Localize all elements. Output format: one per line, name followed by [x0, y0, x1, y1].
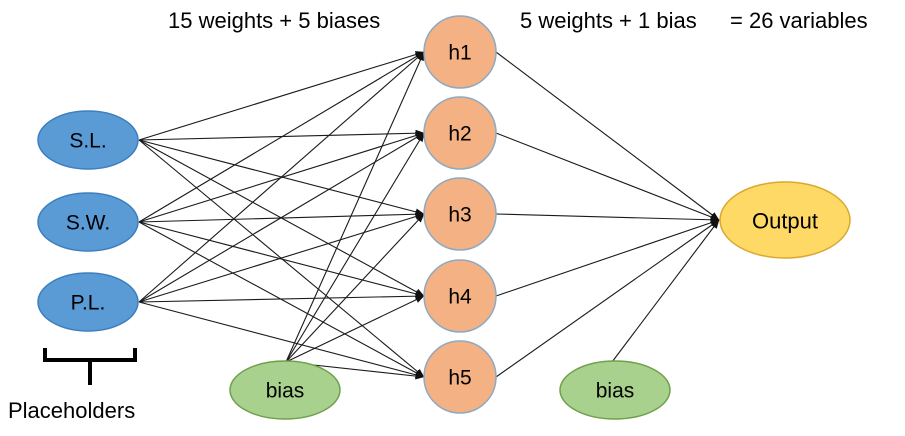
hidden-h2[interactable]: h2 [423, 96, 497, 170]
bias-layer: bias bias [229, 360, 671, 420]
connection-edge [285, 51, 425, 363]
connection-edge [138, 292, 425, 303]
hidden-h1-label: h1 [448, 42, 471, 65]
nodes-group: S.L. S.W. P.L. h1 h2 h3 h4 h5 bias bias Output [37, 15, 851, 420]
connection-edge [138, 213, 425, 303]
total-variables-label: = 26 variables [730, 8, 868, 33]
hidden-h2-shape[interactable] [423, 96, 497, 170]
connection-edge [138, 51, 425, 223]
bias-output-shape[interactable] [559, 360, 671, 420]
hidden-layer: h1 h2 h3 h4 h5 [423, 15, 497, 414]
placeholders-brace [43, 348, 137, 362]
hidden-h4[interactable]: h4 [423, 259, 497, 333]
bias-hidden-shape[interactable] [229, 360, 341, 420]
placeholders-label: Placeholders [8, 398, 135, 423]
input-pl-label: P.L. [71, 292, 106, 315]
hidden-h4-shape[interactable] [423, 259, 497, 333]
connection-edge [138, 51, 425, 303]
output-node[interactable]: Output [719, 181, 851, 259]
connection-edge [495, 51, 720, 221]
placeholders-brace-group [43, 348, 137, 385]
connection-edge [495, 213, 720, 224]
connection-edge [138, 51, 425, 141]
hidden-h3-label: h3 [448, 204, 471, 227]
connection-edge [495, 219, 720, 297]
hidden-h1-shape[interactable] [423, 15, 497, 89]
input-sl-label: S.L. [69, 130, 106, 153]
hidden-h4-label: h4 [448, 286, 472, 309]
hidden-h5-label: h5 [448, 367, 471, 390]
connection-edge [611, 219, 720, 363]
output-node-label: Output [752, 209, 818, 234]
hidden-h5-shape[interactable] [423, 340, 497, 414]
hidden-h2-label: h2 [448, 123, 471, 146]
connection-edge [495, 219, 720, 378]
input-sw-shape[interactable] [37, 192, 139, 252]
output-node-shape[interactable] [719, 181, 851, 259]
hidden-h3[interactable]: h3 [423, 177, 497, 251]
input-sw-label: S.W. [66, 212, 110, 235]
input-sl-shape[interactable] [37, 110, 139, 170]
connection-edge [138, 221, 425, 298]
input-sl[interactable]: S.L. [37, 110, 139, 170]
connection-edge [285, 295, 425, 363]
connection-edge [138, 132, 425, 303]
hidden-h5[interactable]: h5 [423, 340, 497, 414]
input-pl[interactable]: P.L. [37, 272, 139, 332]
connection-edge [495, 132, 720, 221]
hidden-h3-shape[interactable] [423, 177, 497, 251]
bias-hidden-label: bias [266, 380, 305, 403]
connection-edge [285, 213, 425, 363]
hidden-layer-params-label: 15 weights + 5 biases [168, 8, 380, 33]
bias-hidden[interactable]: bias [229, 360, 341, 420]
connection-edge [138, 301, 425, 379]
edges-group [138, 51, 720, 380]
input-pl-shape[interactable] [37, 272, 139, 332]
hidden-h1[interactable]: h1 [423, 15, 497, 89]
bias-output[interactable]: bias [559, 360, 671, 420]
input-sw[interactable]: S.W. [37, 192, 139, 252]
bias-output-label: bias [596, 380, 635, 403]
output-layer: Output [719, 181, 851, 259]
input-layer: S.L. S.W. P.L. [37, 110, 139, 332]
output-layer-params-label: 5 weights + 1 bias [520, 8, 697, 33]
connection-edge [285, 132, 425, 363]
annotations-group: 15 weights + 5 biases 5 weights + 1 bias =… [8, 8, 868, 423]
